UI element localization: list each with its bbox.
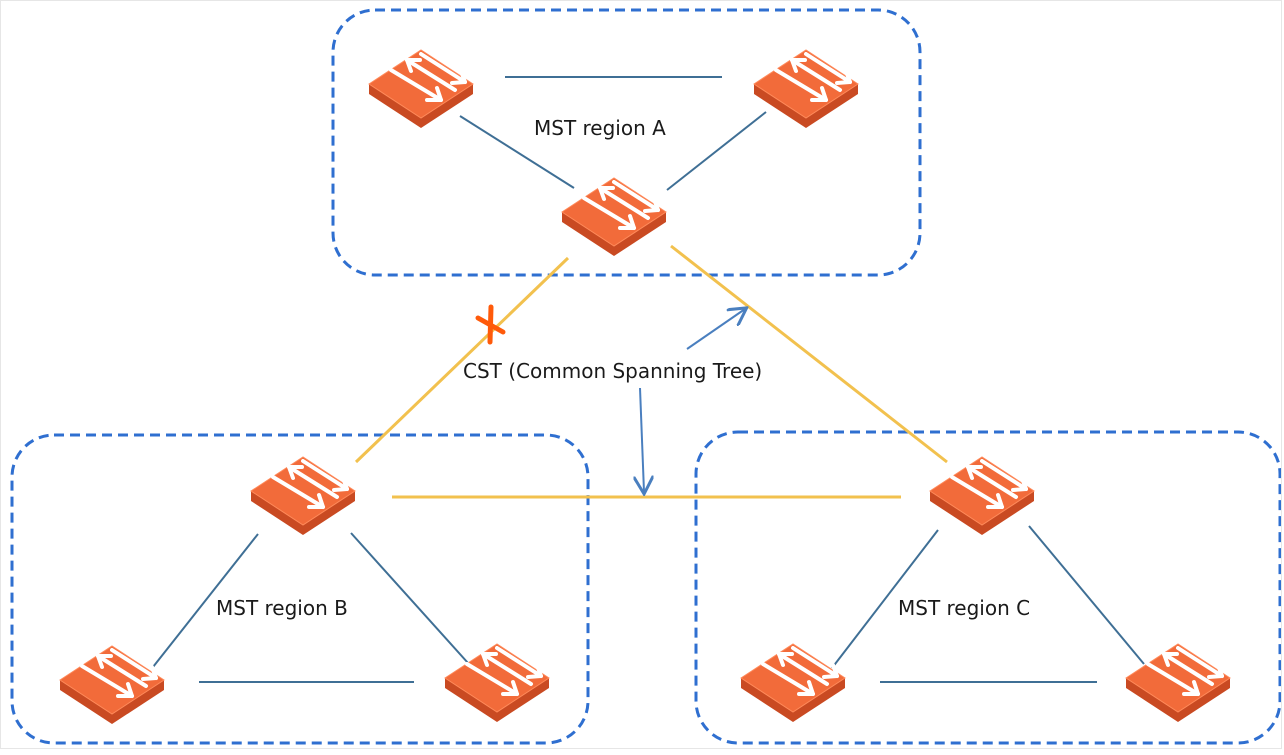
region-a-label: MST region A (534, 116, 666, 140)
cst-pointer-arrow-up (686, 309, 745, 350)
cst-links (354, 244, 948, 499)
region-c-link-right (1028, 525, 1145, 665)
region-c-label: MST region C (898, 596, 1030, 620)
region-b-label: MST region B (216, 596, 348, 620)
cst-link-a-b (354, 256, 570, 464)
region-c-link-left (831, 529, 939, 669)
region-c-links (831, 525, 1145, 683)
mst-region-c-box (694, 430, 1282, 745)
cst-pointer-arrow-down (640, 387, 644, 492)
region-b-link-right (350, 532, 469, 664)
region-a-links (459, 76, 767, 191)
region-a-link-right (666, 111, 767, 191)
region-b-link-left (152, 533, 259, 668)
cst-link-a-c (670, 244, 948, 464)
cst-label: CST (Common Spanning Tree) (463, 359, 762, 383)
region-a-link-left (459, 115, 575, 189)
blocked-link-x-icon (475, 304, 506, 345)
region-b-links (152, 532, 469, 683)
mst-region-b-box (10, 433, 590, 745)
mst-region-a-box (331, 8, 922, 277)
